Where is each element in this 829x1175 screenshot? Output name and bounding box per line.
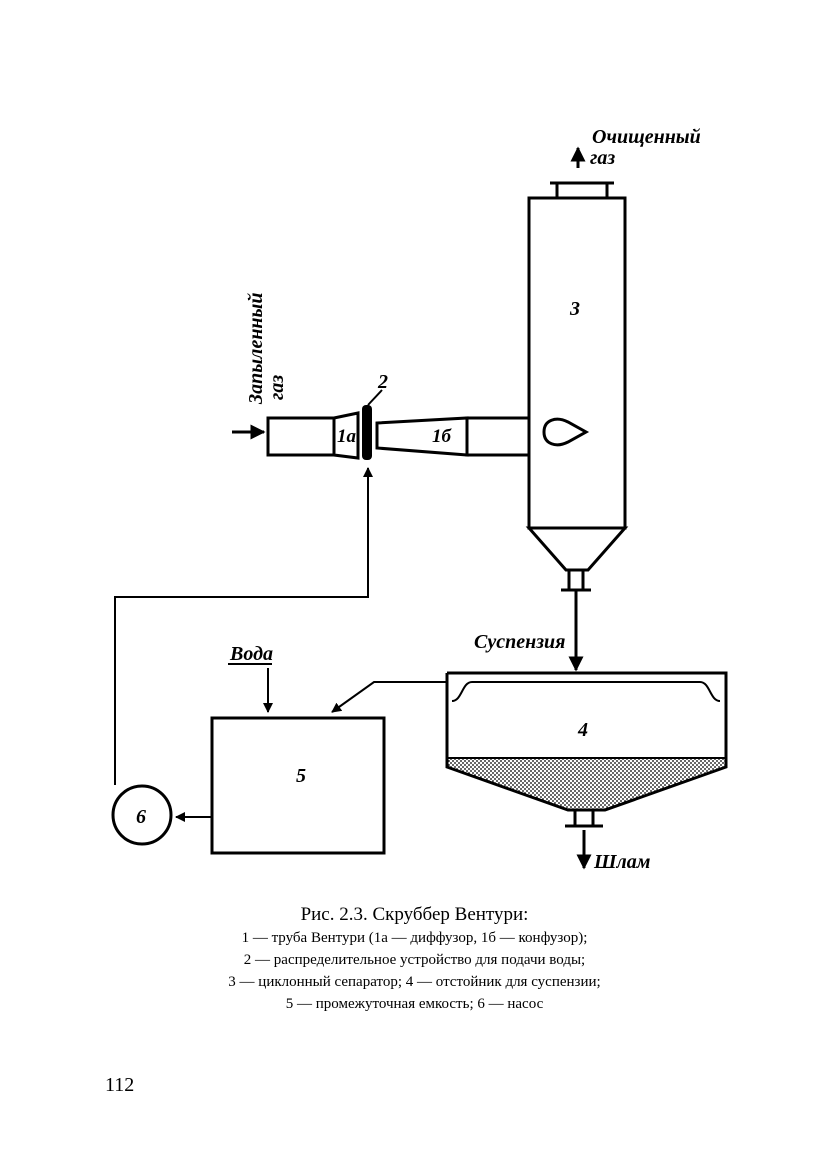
settling-tank xyxy=(447,673,726,826)
venturi-tube xyxy=(268,413,529,458)
label-6: 6 xyxy=(136,806,146,828)
caption-line-1: 1 — труба Вентури (1а — диффузор, 1б — к… xyxy=(0,927,829,949)
label-1b: 1б xyxy=(432,426,453,447)
overflow-line xyxy=(332,682,447,712)
label-2: 2 xyxy=(377,371,388,393)
caption-line-2: 2 — распределительное устройство для под… xyxy=(0,949,829,971)
label-4: 4 xyxy=(577,719,588,741)
dusty-gas-label-line2: газ xyxy=(266,375,288,400)
label-1a: 1а xyxy=(337,426,357,447)
caption-title: Рис. 2.3. Скруббер Вентури: xyxy=(0,903,829,927)
water-supply-line xyxy=(115,468,368,785)
venturi-scrubber-diagram: Очищенный газ 3 Запыленный газ 1а 1б 2 С… xyxy=(0,0,829,900)
caption-line-4: 5 — промежуточная емкость; 6 — насос xyxy=(0,993,829,1015)
caption-line-3: 3 — циклонный сепаратор; 4 — отстойник д… xyxy=(0,971,829,993)
cyclone-separator xyxy=(529,183,625,590)
label-5: 5 xyxy=(296,765,306,787)
dusty-gas-label-line1: Запыленный xyxy=(245,292,267,405)
clean-gas-label-line2: газ xyxy=(590,147,615,169)
page-number: 112 xyxy=(105,1074,134,1097)
water-label: Вода xyxy=(229,643,273,665)
sludge-label: Шлам xyxy=(593,851,651,873)
label-3: 3 xyxy=(569,298,580,320)
figure-caption: Рис. 2.3. Скруббер Вентури: 1 — труба Ве… xyxy=(0,903,829,1015)
suspension-label: Суспензия xyxy=(474,631,565,653)
clean-gas-label-line1: Очищенный xyxy=(592,126,701,148)
